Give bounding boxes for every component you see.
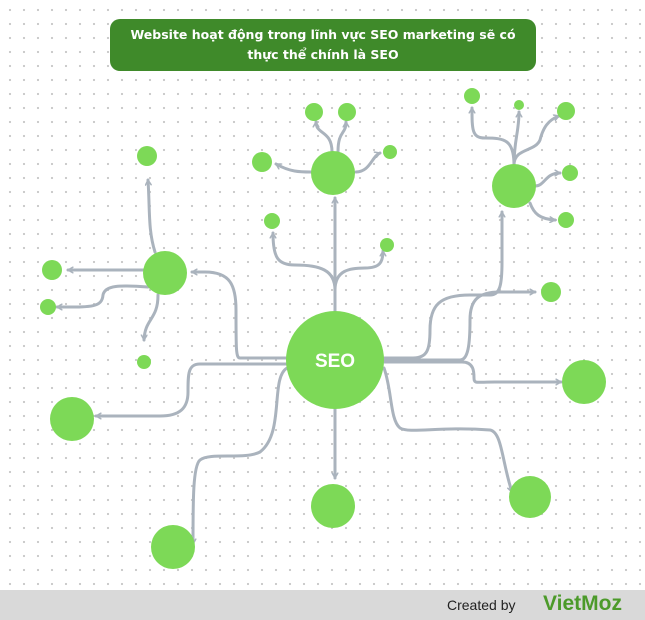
connector	[274, 162, 313, 174]
connector	[533, 173, 562, 188]
created-by-label: Created by	[447, 597, 516, 613]
outer-node	[541, 282, 561, 302]
leaf-node	[338, 103, 356, 121]
diagram-title: Website hoạt động trong lĩnh vực SEO mar…	[130, 27, 516, 62]
connector-lines	[55, 106, 563, 546]
connector	[144, 293, 160, 342]
connector	[382, 210, 502, 360]
connector	[148, 178, 157, 254]
leaf-node	[137, 355, 151, 369]
outer-node	[50, 397, 94, 441]
connector	[336, 120, 346, 154]
outer-node	[311, 484, 355, 528]
connector	[55, 284, 150, 307]
title-banner: Website hoạt động trong lĩnh vực SEO mar…	[110, 19, 536, 71]
connector	[528, 201, 557, 220]
connector	[193, 366, 289, 546]
connector	[382, 292, 537, 362]
connector	[354, 153, 382, 174]
hub-node-top-right	[492, 164, 536, 208]
leaf-node	[40, 299, 56, 315]
outer-node	[151, 525, 195, 569]
leaf-node	[137, 146, 157, 166]
footer-bar: Created by VietMoz	[0, 590, 645, 620]
hub-node-left	[143, 251, 187, 295]
center-entity-label: SEO	[315, 351, 355, 372]
outer-node	[509, 476, 551, 518]
hub-node-top	[311, 151, 355, 195]
connector	[94, 362, 289, 416]
connector	[382, 366, 512, 494]
leaf-node	[464, 88, 480, 104]
leaf-node	[562, 165, 578, 181]
connector	[273, 231, 337, 292]
leaf-node	[557, 102, 575, 120]
connector	[333, 249, 383, 292]
connector	[382, 360, 563, 382]
leaf-node	[383, 145, 397, 159]
leaf-node	[42, 260, 62, 280]
outer-node	[562, 360, 606, 404]
leaf-node	[558, 212, 574, 228]
connector	[316, 120, 334, 154]
connector	[190, 272, 289, 360]
leaf-node	[380, 238, 394, 252]
leaf-node	[305, 103, 323, 121]
brand-logo-text: VietMoz	[543, 592, 622, 615]
connector	[512, 116, 561, 167]
leaf-node	[252, 152, 272, 172]
leaf-node	[264, 213, 280, 229]
connector	[472, 106, 516, 167]
center-entity-node	[286, 311, 384, 409]
leaf-node	[514, 100, 524, 110]
entity-nodes	[40, 88, 606, 569]
